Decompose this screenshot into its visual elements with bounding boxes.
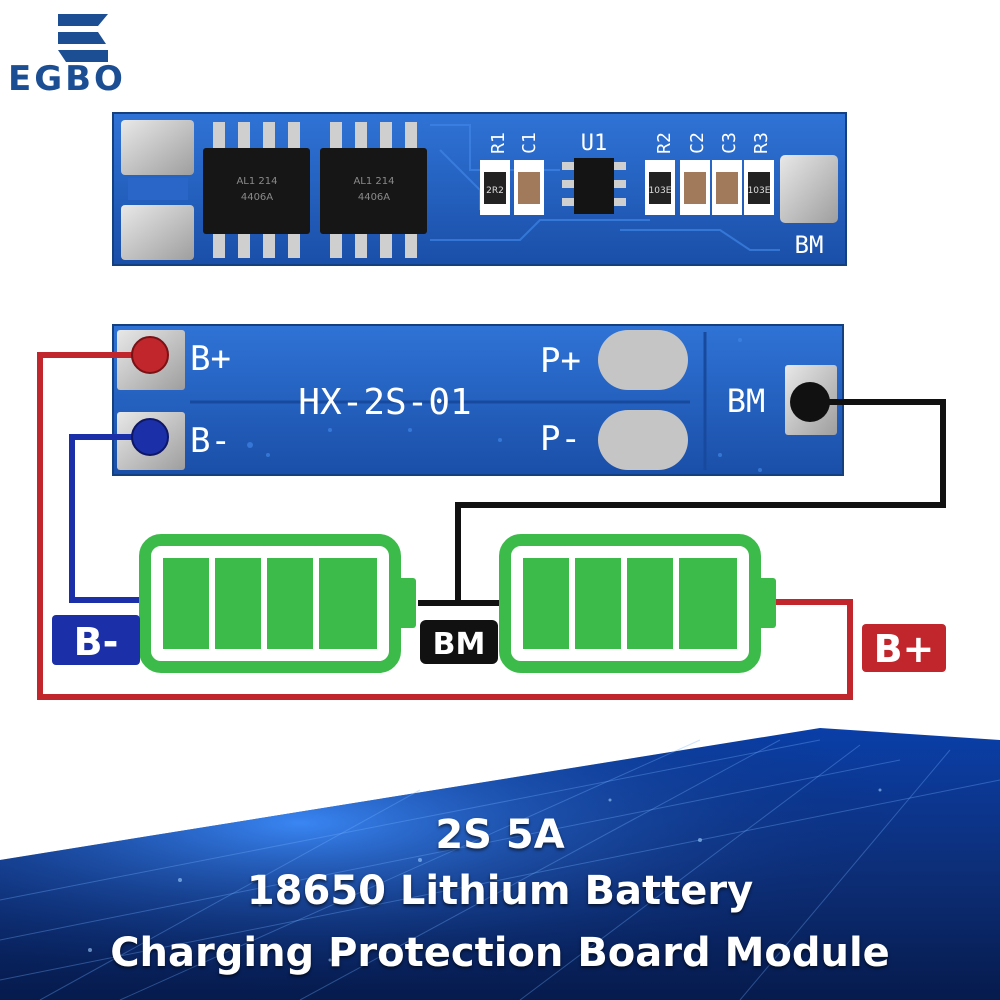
- terminal-bm-dot: [790, 382, 830, 422]
- chip-marking-1: 4406A: [241, 192, 273, 203]
- pcb-top-board: 4406A AL1 214 4406A AL1 214 2R2 103E: [112, 112, 847, 266]
- capacitor-c3: [712, 160, 742, 215]
- capacitor-c2: [680, 160, 710, 215]
- caption-line-3: Charging Protection Board Module: [110, 930, 890, 976]
- pcb-bottom-board: B+ B- HX-2S-01 P+ P- BM: [112, 324, 844, 476]
- svg-text:B-: B-: [74, 620, 119, 664]
- chip-marking-1b: AL1 214: [236, 176, 277, 187]
- label-bplus: B+: [190, 339, 231, 379]
- label-pminus: P-: [540, 419, 581, 459]
- label-top-bm: BM: [795, 231, 824, 259]
- ic-u1: [562, 158, 626, 214]
- resistor-r3-marking: 103E: [748, 186, 771, 196]
- wire-red: [37, 352, 853, 700]
- mosfet-chip-2: [320, 122, 427, 258]
- chip-marking-2b: AL1 214: [353, 176, 394, 187]
- chip-marking-2: 4406A: [358, 192, 390, 203]
- label-r1: R1: [488, 132, 509, 154]
- label-c3: C3: [719, 132, 740, 154]
- wire-blue: [69, 434, 150, 603]
- label-r3: R3: [751, 132, 772, 154]
- battery-right-icon: [499, 534, 776, 673]
- tech-background: [0, 728, 1000, 1000]
- pad-top-bm: [780, 155, 838, 223]
- board-model-label: HX-2S-01: [298, 382, 471, 423]
- resistor-r2-marking: 103E: [649, 186, 672, 196]
- label-pplus: P+: [540, 341, 581, 381]
- pad-top-left-2: [121, 205, 194, 260]
- resistor-r2: [645, 160, 675, 215]
- terminal-bminus-dot: [131, 418, 169, 456]
- mosfet-chip-1: [203, 122, 310, 258]
- tag-bm: BM: [420, 620, 498, 664]
- label-u1: U1: [581, 131, 608, 156]
- terminal-bplus-dot: [131, 336, 169, 374]
- svg-text:BM: BM: [433, 627, 486, 662]
- logo-icon: [58, 14, 108, 62]
- label-r2: R2: [654, 132, 675, 154]
- label-bminus: B-: [190, 421, 231, 461]
- resistor-r1: [480, 160, 510, 215]
- resistor-r3: [744, 160, 774, 215]
- label-bm: BM: [727, 382, 766, 420]
- tag-bminus: B-: [52, 615, 140, 665]
- pad-bottom-pminus: [598, 410, 688, 470]
- battery-left-icon: [139, 534, 416, 673]
- brand-logo-text: EGBO: [8, 59, 126, 99]
- label-c2: C2: [687, 132, 708, 154]
- resistor-r1-marking: 2R2: [486, 186, 504, 196]
- tag-bplus: B+: [862, 624, 946, 672]
- wires: [37, 352, 946, 700]
- pad-top-left-1: [121, 120, 194, 175]
- pad-bottom-pplus: [598, 330, 688, 390]
- wire-black: [455, 399, 946, 600]
- capacitor-c1: [514, 160, 544, 215]
- caption-line-1: 2S 5A: [435, 812, 565, 858]
- caption-line-2: 18650 Lithium Battery: [246, 868, 754, 914]
- label-c1: C1: [519, 132, 540, 154]
- svg-text:B+: B+: [874, 627, 935, 671]
